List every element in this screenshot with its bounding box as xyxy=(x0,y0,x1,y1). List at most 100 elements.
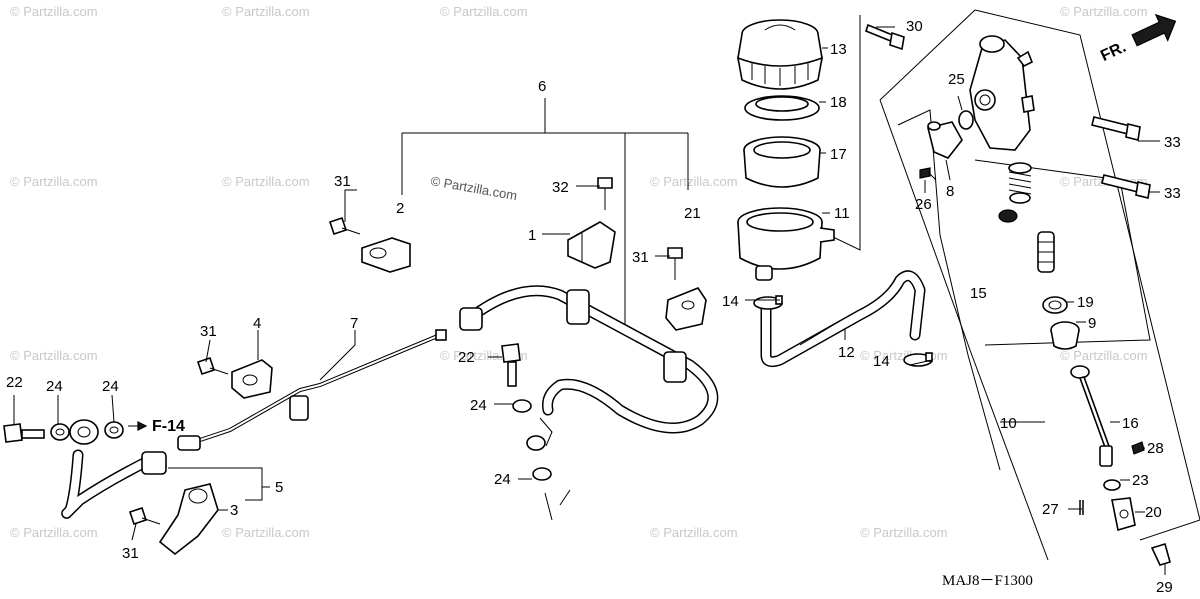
watermark: © Partzilla.com xyxy=(1060,348,1148,363)
watermark: © Partzilla.com xyxy=(650,174,738,189)
clip xyxy=(1150,542,1171,566)
bolt xyxy=(128,506,161,526)
bolt xyxy=(196,356,229,376)
washer xyxy=(1131,441,1145,455)
callout-3: 3 xyxy=(230,502,238,519)
callout-33: 33 xyxy=(1164,134,1181,151)
sealing-washer xyxy=(50,423,70,441)
callout-31: 31 xyxy=(200,323,217,340)
circlip xyxy=(1042,296,1068,314)
clamp-1 xyxy=(567,221,616,269)
callout-7: 7 xyxy=(350,315,358,332)
group-bracket-6 xyxy=(401,98,689,325)
sealing-washer xyxy=(512,399,532,413)
brake-hose-1 xyxy=(61,419,167,519)
watermark: © Partzilla.com xyxy=(10,4,98,19)
callout-24: 24 xyxy=(102,378,119,395)
callout-25: 25 xyxy=(948,71,965,88)
boot xyxy=(1050,321,1080,350)
bolt xyxy=(597,177,613,210)
callout-28: 28 xyxy=(1147,440,1164,457)
callout-26: 26 xyxy=(915,196,932,213)
hose-clip xyxy=(753,295,783,310)
callout-17: 17 xyxy=(830,146,847,163)
callout-5: 5 xyxy=(275,479,283,496)
watermark: © Partzilla.com xyxy=(222,525,310,540)
callout-24: 24 xyxy=(470,397,487,414)
callout-20: 20 xyxy=(1145,504,1162,521)
callout-31: 31 xyxy=(632,249,649,266)
master-cylinder-body xyxy=(969,35,1035,151)
callout-15: 15 xyxy=(970,285,987,302)
watermark: © Partzilla.com xyxy=(860,525,948,540)
callout-14: 14 xyxy=(873,353,890,370)
callout-21: 21 xyxy=(684,205,701,222)
nut xyxy=(1103,479,1121,491)
diagram-code: MAJ8－F1300 xyxy=(942,573,1033,589)
callout-labels: 1 2 3 4 5 6 7 8 9 10 11 12 13 14 14 15 1… xyxy=(6,18,1181,596)
reservoir-cap xyxy=(737,19,823,90)
callout-32: 32 xyxy=(552,179,569,196)
sealing-washer xyxy=(104,421,124,439)
callout-31: 31 xyxy=(334,173,351,190)
piston-spring xyxy=(1008,162,1032,204)
center-watermark: © Partzilla.com xyxy=(429,173,518,203)
watermark-layer: © Partzilla.com © Partzilla.com © Partzi… xyxy=(10,4,1148,540)
piston xyxy=(1037,231,1055,273)
leader-lines xyxy=(13,26,1166,575)
push-rod xyxy=(1070,365,1113,467)
callout-30: 30 xyxy=(906,18,923,35)
callout-18: 18 xyxy=(830,94,847,111)
callout-11: 11 xyxy=(834,205,850,222)
callout-31: 31 xyxy=(122,545,139,562)
watermark: © Partzilla.com xyxy=(1060,4,1148,19)
screw xyxy=(919,167,937,181)
cotter-pin xyxy=(1079,500,1084,515)
callout-12: 12 xyxy=(838,344,855,361)
callout-6: 6 xyxy=(538,78,546,95)
bolt xyxy=(865,23,905,51)
watermark: © Partzilla.com xyxy=(10,348,98,363)
watermark: © Partzilla.com xyxy=(222,174,310,189)
callout-14: 14 xyxy=(722,293,739,310)
callout-16: 16 xyxy=(1122,415,1139,432)
watermark: © Partzilla.com xyxy=(222,4,310,19)
brake-hose-2 xyxy=(459,285,719,451)
cup xyxy=(998,209,1018,223)
callout-10: 10 xyxy=(1000,415,1017,432)
joint xyxy=(1111,497,1136,532)
callout-33: 33 xyxy=(1164,185,1181,202)
callout-22: 22 xyxy=(6,374,23,391)
front-direction-label: FR. xyxy=(1098,39,1129,65)
banjo-bolt xyxy=(501,343,521,387)
group-bracket-5 xyxy=(168,467,270,501)
clamp-2 xyxy=(361,237,411,273)
watermark: © Partzilla.com xyxy=(440,4,528,19)
bolt xyxy=(1101,174,1151,199)
diaphragm xyxy=(743,136,821,188)
clamp-21 xyxy=(665,287,707,331)
callout-24: 24 xyxy=(494,471,511,488)
bolt xyxy=(328,216,361,236)
o-ring xyxy=(958,110,974,130)
callout-2: 2 xyxy=(396,200,404,217)
callout-4: 4 xyxy=(253,315,261,332)
bolt xyxy=(1091,116,1141,141)
banjo-bolt xyxy=(3,423,45,443)
callout-19: 19 xyxy=(1077,294,1094,311)
clamp-3 xyxy=(158,483,219,556)
diaphragm-plate xyxy=(744,95,820,121)
callout-9: 9 xyxy=(1088,315,1096,332)
callout-1: 1 xyxy=(528,227,536,244)
callout-13: 13 xyxy=(830,41,847,58)
brake-pipe xyxy=(177,329,447,451)
callout-27: 27 xyxy=(1042,501,1059,518)
bolt xyxy=(667,247,683,280)
watermark: © Partzilla.com xyxy=(10,174,98,189)
callout-23: 23 xyxy=(1132,472,1149,489)
watermark: © Partzilla.com xyxy=(650,525,738,540)
joint-fitting xyxy=(927,121,963,159)
sealing-washer xyxy=(532,467,552,481)
reference-arrow-f14: F-14 xyxy=(128,418,185,435)
hose-clip xyxy=(903,352,933,367)
